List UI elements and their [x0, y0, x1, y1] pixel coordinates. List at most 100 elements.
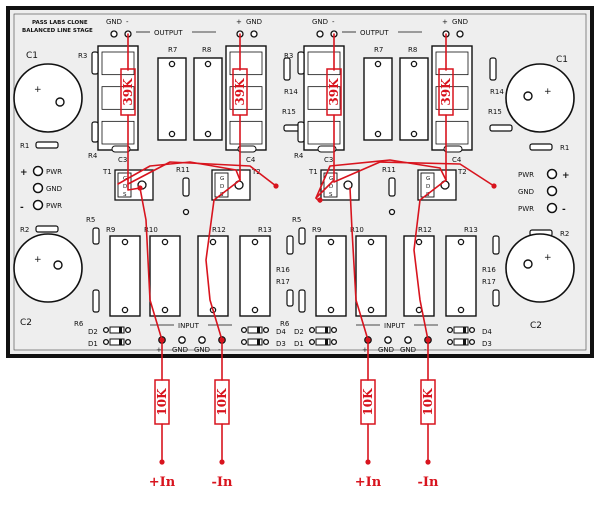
r12-label: R12 [418, 226, 432, 234]
r10-body [149, 235, 181, 317]
in-loop-left-2 [205, 179, 241, 341]
r17-label: R17 [276, 278, 290, 286]
out-minus-label: - [332, 18, 335, 26]
c4-label: C4 [452, 156, 462, 164]
r2-left-body [35, 225, 59, 233]
power-pads-right: PWR + GND PWR - [518, 168, 570, 215]
cap-c2-right: C2 + [505, 233, 575, 331]
gnd-label-right: GND [518, 188, 534, 196]
r7-label: R7 [374, 46, 383, 54]
d4-label: D4 [482, 328, 492, 336]
r5-label: R5 [292, 216, 301, 224]
out-gnd-pad-2 [250, 30, 258, 38]
r13-body [239, 235, 271, 317]
in-minus-label: - [424, 346, 427, 354]
r11-label: R11 [382, 166, 396, 174]
in-gnd-label-1: GND [378, 346, 394, 354]
out-gnd-right-label: GND [246, 18, 262, 26]
r15-label: R15 [488, 108, 502, 116]
input-label-2: +In [355, 475, 382, 490]
cross-right-c [333, 161, 495, 187]
board-title-line1: PASS LABS CLONE [32, 20, 88, 26]
r5-body [298, 227, 306, 245]
r14-label: R14 [490, 88, 504, 96]
r1-left-label: R1 [20, 142, 29, 150]
cross-left-b [117, 161, 241, 185]
in-plus-label: + [156, 346, 162, 354]
r6-body [298, 289, 306, 313]
d3-label: D3 [482, 340, 492, 348]
r10-label: R10 [350, 226, 364, 234]
res-10k-0: 10K [154, 379, 170, 425]
in-loop-left-1 [139, 187, 163, 341]
svg-text:T1: T1 [102, 168, 112, 176]
in-end-dot-0 [159, 459, 165, 465]
d4-label: D4 [276, 328, 286, 336]
svg-text:T2: T2 [251, 168, 261, 176]
in-plus-label: + [362, 346, 368, 354]
junction-4 [317, 197, 323, 203]
d2-label: D2 [294, 328, 304, 336]
r17-label: R17 [482, 278, 496, 286]
cross-right-b [315, 159, 447, 199]
d2-body [102, 326, 132, 334]
r14-body [489, 57, 497, 81]
r7-body [363, 57, 393, 141]
r1-left-body [35, 141, 59, 149]
r8-body [193, 57, 223, 141]
c3-label: C3 [118, 156, 127, 164]
svg-text:D: D [220, 184, 224, 190]
in-gnd-label-2: GND [194, 346, 210, 354]
r6-body [92, 289, 100, 313]
svg-text:D: D [329, 184, 333, 190]
pwr-plus-sign-left: + [20, 168, 28, 178]
svg-text:G: G [426, 176, 430, 182]
res-10k-2: 10K [360, 379, 376, 425]
r17-body [492, 289, 500, 307]
c3-body [111, 145, 131, 153]
svg-text:G: G [123, 176, 127, 182]
pwr-minus-label-left: PWR [46, 202, 62, 210]
svg-text:G: G [329, 176, 333, 182]
output-block-left [97, 45, 139, 151]
res-10k-0-label: 10K [155, 388, 169, 416]
d2-body [308, 326, 338, 334]
r7-body [157, 57, 187, 141]
r4-body [297, 121, 305, 143]
r14-label: R14 [284, 88, 298, 96]
r10-label: R10 [144, 226, 158, 234]
svg-text:D: D [123, 184, 127, 190]
in-gnd-pad-2 [198, 336, 206, 344]
c4-body [443, 145, 463, 153]
d4-body [240, 326, 270, 334]
d3-body [446, 338, 476, 346]
svg-text:S: S [123, 192, 127, 198]
r4-label: R4 [294, 152, 304, 160]
c1-right-plus: + [544, 87, 552, 97]
res-10k-3: 10K [420, 379, 436, 425]
r6-label: R6 [74, 320, 84, 328]
r11-body [182, 177, 190, 197]
cap-c1-left: C1 + [13, 51, 83, 133]
c1-left-label: C1 [26, 51, 38, 61]
out-gnd-pad-2 [456, 30, 464, 38]
r1-right-body [529, 143, 553, 151]
r2-left-label: R2 [20, 226, 29, 234]
r8-label: R8 [408, 46, 417, 54]
in-gnd-pad-1 [178, 336, 186, 344]
res-10k-1-label: 10K [215, 388, 229, 416]
board-title-line2: BALANCED LINE STAGE [22, 28, 93, 34]
out-gnd-pad-1 [316, 30, 324, 38]
r16-body [286, 235, 294, 255]
in-end-dot-2 [365, 459, 371, 465]
gnd-pad-right [546, 185, 558, 197]
c2-right-label: C2 [530, 321, 542, 331]
in-loop-right-1 [349, 187, 369, 341]
r5-body [92, 227, 100, 245]
r5-label: R5 [86, 216, 95, 224]
svg-text:S: S [329, 192, 333, 198]
